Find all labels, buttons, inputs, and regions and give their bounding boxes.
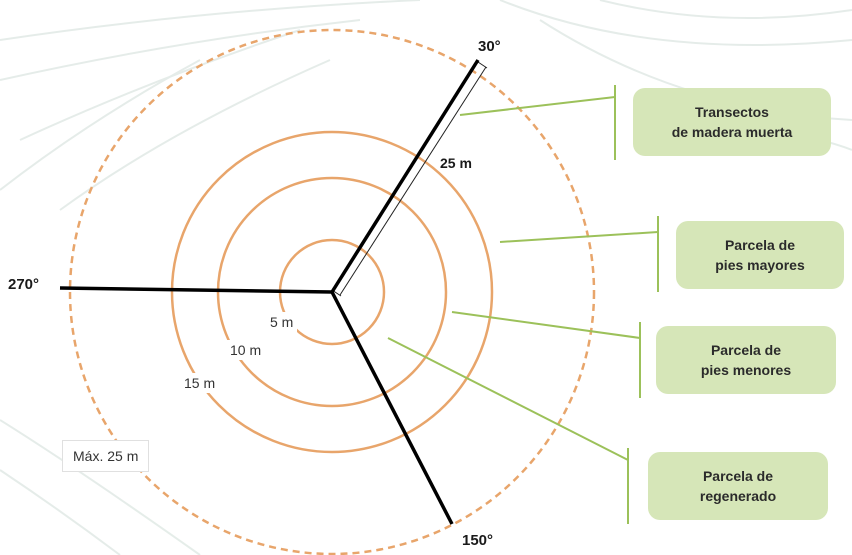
leader-lines [387,85,659,524]
legend-pies-menores-line2: pies menores [700,362,792,378]
ring-max-25m [68,28,596,555]
legend-pies-menores: Parcela de pies menores [656,326,836,394]
measure-tick-outer [477,61,488,69]
leader-transectos [459,96,616,116]
transect-150 [330,291,454,525]
radius-label-10m: 10 m [226,340,266,360]
radius-label-5m: 5 m [266,312,298,332]
leader-pies-menores [451,311,641,339]
radius-label-15m: 15 m [180,373,220,393]
legend-regenerado-line1: Parcela de [702,468,774,484]
angle-label-270: 270° [8,276,40,293]
legend-transectos-line2: de madera muerta [671,124,793,140]
legend-regenerado-line2: regenerado [699,488,777,504]
transect-30 [330,59,480,293]
transect-270 [59,286,333,294]
legend-pies-mayores-line2: pies mayores [715,257,805,273]
legend-regenerado: Parcela de regenerado [648,452,828,520]
measure-line-25m [339,66,487,296]
ring-15m [170,130,494,454]
legend-pies-menores-line1: Parcela de [710,342,782,358]
legend-pies-mayores-line1: Parcela de [724,237,796,253]
transect-length-label: 25 m [440,155,472,171]
angle-label-30: 30° [478,38,501,55]
legend-transectos: Transectos de madera muerta [633,88,831,156]
leader-pies-mayores [499,231,659,243]
leader-regenerado [387,337,629,461]
legend-pies-mayores: Parcela de pies mayores [676,221,844,289]
radius-label-max: Máx. 25 m [62,440,150,472]
angle-label-150: 150° [462,532,494,549]
legend-transectos-line1: Transectos [695,104,769,120]
